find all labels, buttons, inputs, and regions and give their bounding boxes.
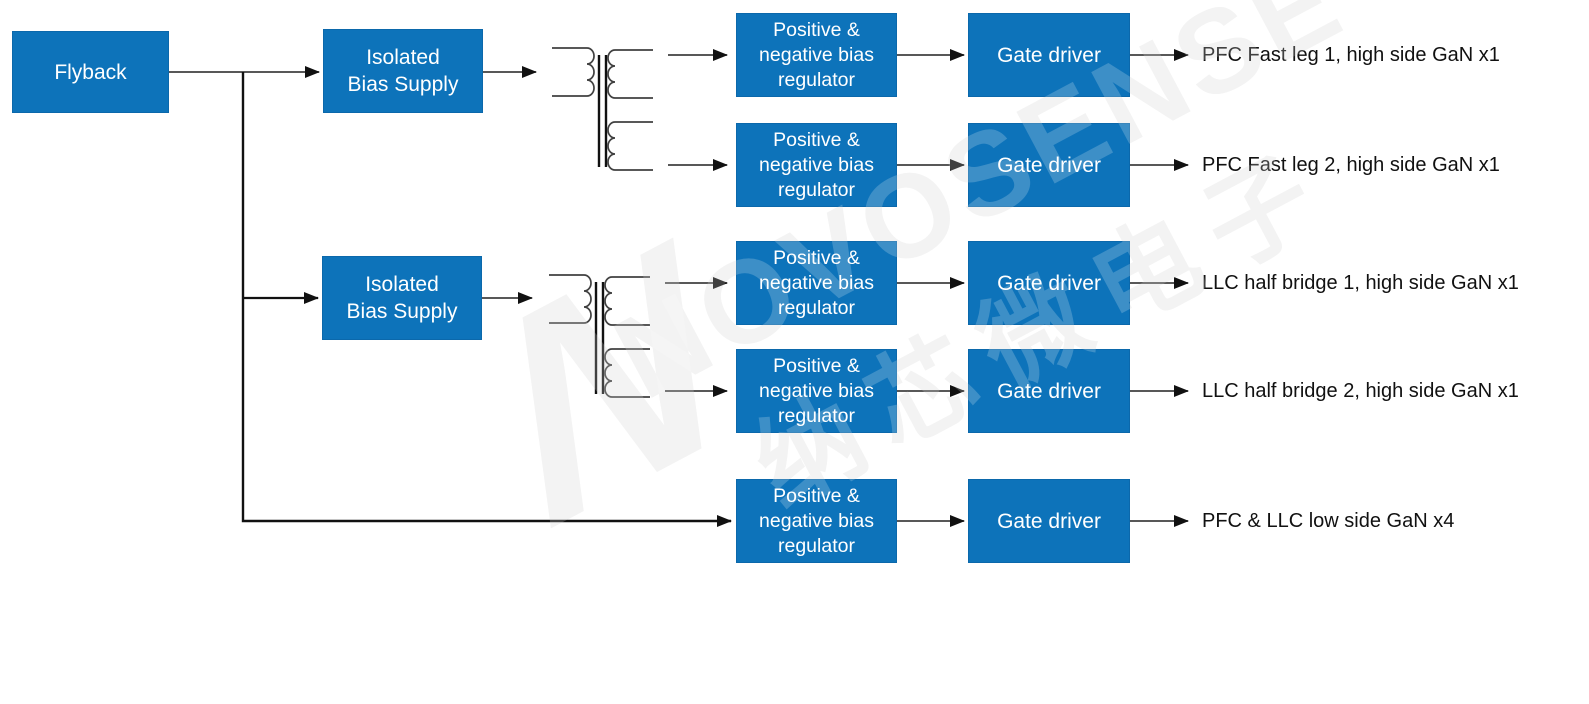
bias-regulator-block-2: Positive & negative bias regulator [736,123,897,207]
isolated-bias-supply-block-2: Isolated Bias Supply [322,256,482,340]
transformer2-secondary-winding-2 [604,348,650,398]
transformer2-core [594,282,605,394]
branch-line-to-row5-regulator [241,72,732,527]
transformer1-primary-winding [552,47,595,97]
transformer1-core [597,55,608,167]
output-label-llc-half-bridge-2: LLC half bridge 2, high side GaN x1 [1202,380,1519,402]
gate-driver-label: Gate driver [997,271,1101,295]
output-label-pfc-llc-low-side: PFC & LLC low side GaN x4 [1202,510,1455,532]
transformer-icon-1 [552,47,653,171]
gate-driver-label: Gate driver [997,43,1101,67]
gate-driver-label: Gate driver [997,379,1101,403]
bias-regulator-block-3: Positive & negative bias regulator [736,241,897,325]
bias-regulator-block-4: Positive & negative bias regulator [736,349,897,433]
gate-driver-block-3: Gate driver [968,241,1130,325]
diagram-canvas: { "blocks": { "flyback": "Flyback", "iso… [12,0,1519,591]
gate-driver-block-2: Gate driver [968,123,1130,207]
bias-regulator-block-5: Positive & negative bias regulator [736,479,897,563]
bias-regulator-label: Positive & negative bias regulator [759,246,874,319]
output-label-pfc-fast-leg-2: PFC Fast leg 2, high side GaN x1 [1202,154,1500,176]
gate-driver-block-4: Gate driver [968,349,1130,433]
transformer2-primary-winding [549,274,592,324]
transformer2-secondary-winding-1 [604,276,650,326]
gate-driver-label: Gate driver [997,509,1101,533]
bias-regulator-label: Positive & negative bias regulator [759,18,874,91]
transformer1-secondary-winding-2 [607,121,653,171]
gate-driver-label: Gate driver [997,153,1101,177]
flyback-block: Flyback [12,31,169,113]
isolated-bias-supply-label: Isolated Bias Supply [347,46,459,96]
transformer-icon-2 [549,274,650,398]
isolated-bias-supply-block-1: Isolated Bias Supply [323,29,483,113]
output-label-llc-half-bridge-1: LLC half bridge 1, high side GaN x1 [1202,272,1519,294]
connector-layer [169,47,1189,527]
gate-driver-block-5: Gate driver [968,479,1130,563]
bias-regulator-label: Positive & negative bias regulator [759,354,874,427]
bias-regulator-label: Positive & negative bias regulator [759,484,874,557]
bias-regulator-block-1: Positive & negative bias regulator [736,13,897,97]
flyback-label: Flyback [54,60,127,84]
gate-driver-block-1: Gate driver [968,13,1130,97]
isolated-bias-supply-label: Isolated Bias Supply [346,273,458,323]
output-label-pfc-fast-leg-1: PFC Fast leg 1, high side GaN x1 [1202,44,1500,66]
transformer1-secondary-winding-1 [607,49,653,99]
bias-regulator-label: Positive & negative bias regulator [759,128,874,201]
